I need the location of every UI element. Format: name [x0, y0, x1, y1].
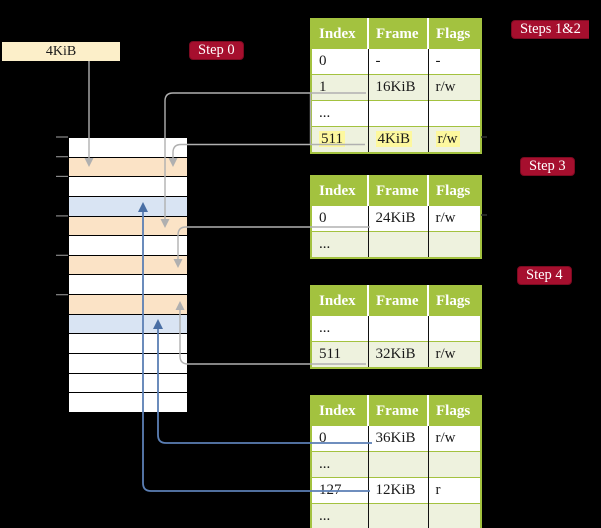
memory-frame-row: [69, 373, 187, 394]
index-cell: 0: [311, 205, 368, 232]
memory-frame-row: [69, 275, 187, 296]
physical-memory-column: [68, 137, 188, 413]
flags-cell: r/w: [427, 126, 481, 153]
table-header-row: Index Frame Flags: [311, 286, 481, 316]
table-row: 1 16KiB r/w: [311, 74, 481, 101]
index-cell: ...: [311, 231, 368, 258]
column-header: Frame: [367, 286, 428, 316]
frame-cell: [367, 451, 428, 478]
badge-step-4: Step 4: [517, 266, 572, 285]
column-header: Flags: [427, 396, 481, 426]
highlighted-value: 511: [319, 131, 345, 147]
frame-boundary-ticks: [56, 136, 68, 296]
column-header: Flags: [427, 286, 481, 316]
index-cell: 0: [311, 48, 368, 75]
frame-cell: [367, 231, 428, 258]
index-cell: 511: [311, 341, 368, 368]
column-header: Index: [311, 19, 368, 49]
table-header-row: Index Frame Flags: [311, 176, 481, 206]
column-header: Index: [311, 286, 368, 316]
flags-cell: [427, 100, 481, 127]
flags-cell: -: [427, 48, 481, 75]
table-row: 0 24KiB r/w: [311, 205, 481, 232]
frame-size-box: 4KiB: [2, 42, 120, 61]
column-header: Flags: [427, 176, 481, 206]
memory-frame-row: [69, 295, 187, 315]
memory-frame-row: [69, 138, 187, 158]
memory-frame-row: [69, 314, 187, 335]
highlighted-value: r/w: [435, 131, 460, 147]
memory-frame-row: [69, 157, 187, 178]
index-cell: ...: [311, 451, 368, 478]
column-header: Index: [311, 396, 368, 426]
page-table-step-3: Index Frame Flags 0 24KiB r/w ...: [310, 175, 482, 259]
column-header: Flags: [427, 19, 481, 49]
badge-step-3: Step 3: [520, 157, 575, 176]
flags-cell: [427, 315, 481, 342]
flags-cell: [427, 503, 481, 528]
index-cell: 0: [311, 425, 368, 452]
column-header: Frame: [367, 176, 428, 206]
memory-frame-row: [69, 354, 187, 374]
flags-cell: r/w: [427, 74, 481, 101]
frame-cell: 36KiB: [367, 425, 428, 452]
column-header: Frame: [367, 19, 428, 49]
flags-cell: r/w: [427, 205, 481, 232]
memory-frame-row: [69, 177, 187, 197]
flags-cell: r: [427, 477, 481, 504]
index-cell: ...: [311, 100, 368, 127]
frame-cell: 16KiB: [367, 74, 428, 101]
frame-cell: [367, 100, 428, 127]
frame-cell: 32KiB: [367, 341, 428, 368]
index-cell: ...: [311, 503, 368, 528]
highlighted-value: 4KiB: [375, 131, 413, 147]
index-cell: 1: [311, 74, 368, 101]
frame-size-label: 4KiB: [45, 43, 77, 59]
page-table-leaf: Index Frame Flags 0 36KiB r/w ... 127 12…: [310, 395, 482, 528]
index-cell: 511: [311, 126, 368, 153]
index-cell: 127: [311, 477, 368, 504]
frame-cell: [367, 503, 428, 528]
flags-cell: [427, 451, 481, 478]
column-header: Index: [311, 176, 368, 206]
table-row: 511 32KiB r/w: [311, 341, 481, 368]
memory-frame-row: [69, 196, 187, 217]
flags-cell: r/w: [427, 425, 481, 452]
table-row: 127 12KiB r: [311, 477, 481, 504]
index-cell: ...: [311, 315, 368, 342]
memory-frame-row: [69, 334, 187, 355]
table-row-highlighted: 511 4KiB r/w: [311, 126, 481, 153]
flags-cell: r/w: [427, 341, 481, 368]
table-row: ...: [311, 231, 481, 258]
frame-cell: -: [367, 48, 428, 75]
column-header: Frame: [367, 396, 428, 426]
table-row: 0 - -: [311, 48, 481, 75]
frame-cell: [367, 315, 428, 342]
table-row: ...: [311, 503, 481, 528]
frame-cell: 4KiB: [367, 126, 428, 153]
memory-frame-row: [69, 393, 187, 412]
frame-cell: 12KiB: [367, 477, 428, 504]
table-header-row: Index Frame Flags: [311, 396, 481, 426]
table-header-row: Index Frame Flags: [311, 19, 481, 49]
frame-cell: 24KiB: [367, 205, 428, 232]
memory-frame-row: [69, 255, 187, 276]
table-row: 0 36KiB r/w: [311, 425, 481, 452]
badge-steps-1-2: Steps 1&2: [511, 20, 589, 39]
memory-frame-row: [69, 216, 187, 237]
page-table-steps-1-2: Index Frame Flags 0 - - 1 16KiB r/w ... …: [310, 18, 482, 154]
badge-step-0: Step 0: [189, 41, 244, 60]
table-row: ...: [311, 315, 481, 342]
page-table-step-4: Index Frame Flags ... 511 32KiB r/w: [310, 285, 482, 369]
flags-cell: [427, 231, 481, 258]
table-row: ...: [311, 451, 481, 478]
memory-frame-row: [69, 236, 187, 256]
table-row: ...: [311, 100, 481, 127]
